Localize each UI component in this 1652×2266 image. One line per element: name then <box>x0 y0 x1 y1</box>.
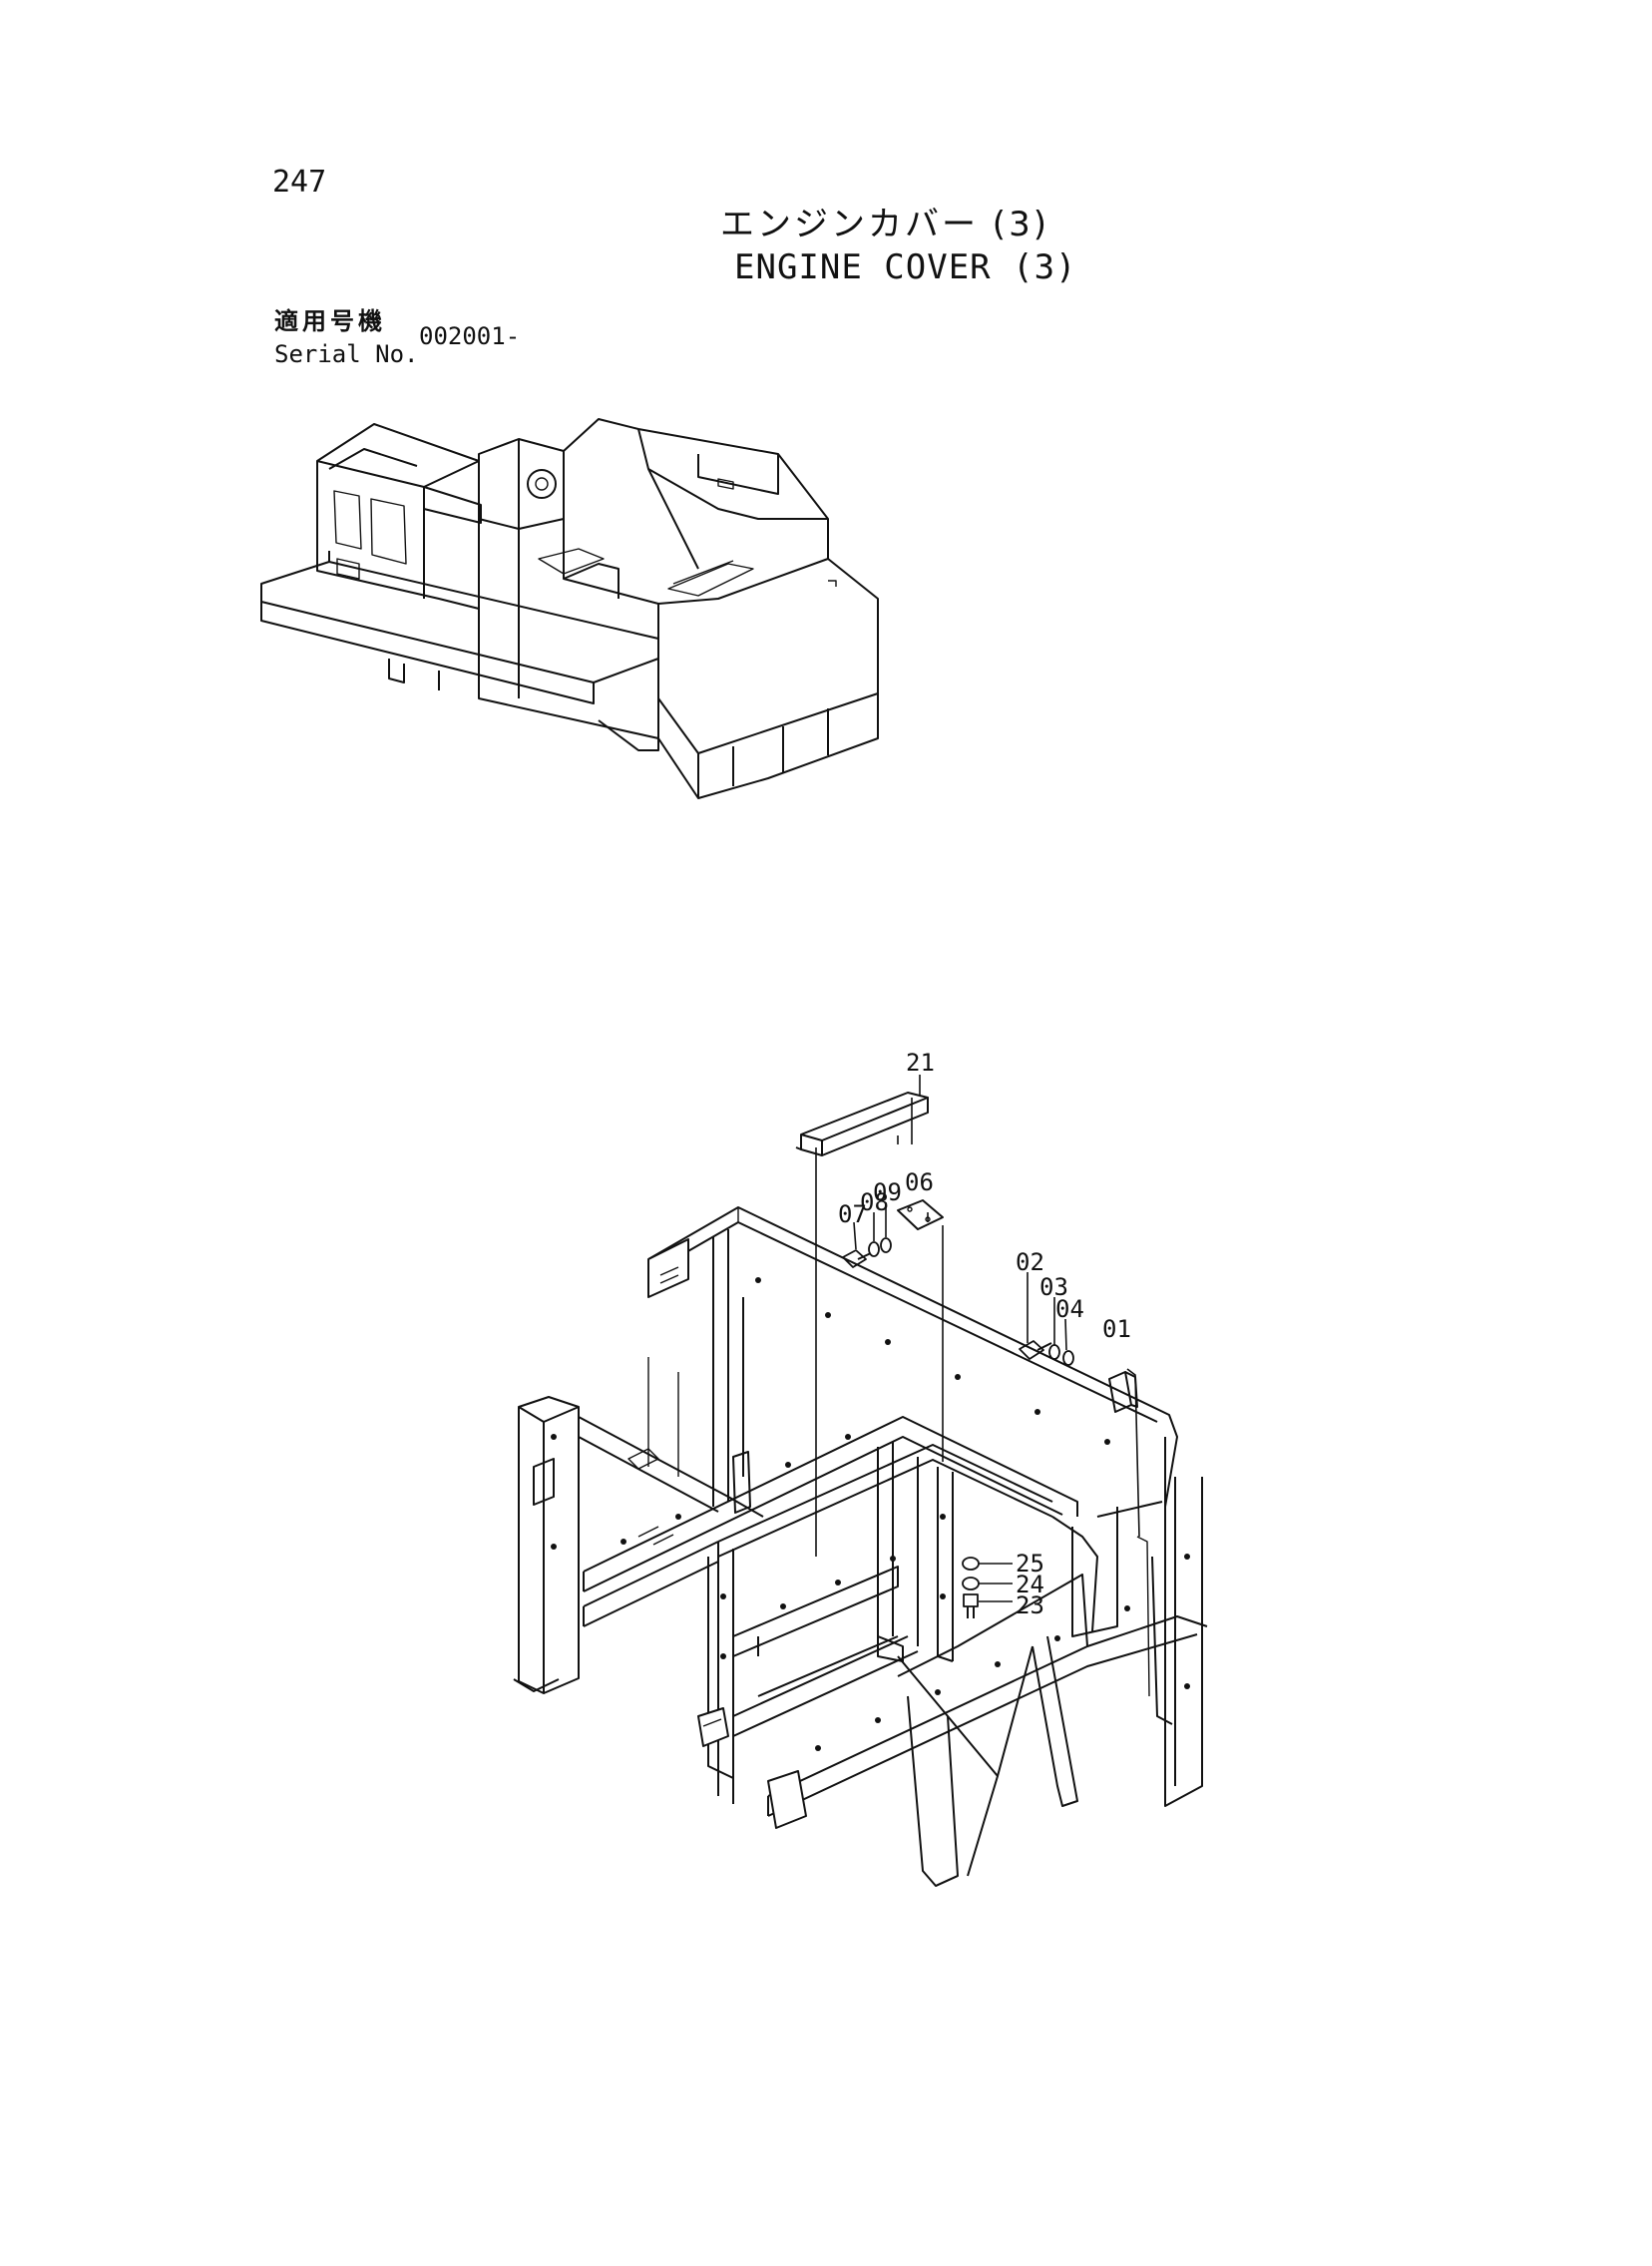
part-21-bracket <box>795 1092 929 1156</box>
part-24-washer <box>962 1577 980 1590</box>
title-japanese: エンジンカバー (3) <box>720 205 1049 244</box>
engine-cover-frame-illustration <box>513 1092 1208 1887</box>
part-06-plate <box>897 1199 944 1230</box>
callout-08: 08 <box>860 1188 889 1216</box>
callout-23: 23 <box>1016 1591 1044 1619</box>
callout-06: 06 <box>905 1168 934 1196</box>
serial-number-value: 002001- <box>419 322 521 350</box>
callout-03: 03 <box>1039 1273 1068 1301</box>
part-07-bolt <box>842 1249 874 1268</box>
callout-24: 24 <box>1016 1571 1044 1598</box>
callout-02: 02 <box>1016 1248 1044 1276</box>
serial-label-english: Serial No. <box>274 340 419 368</box>
callout-09: 09 <box>873 1178 902 1206</box>
callout-25: 25 <box>1016 1550 1044 1578</box>
page-number: 247 <box>272 165 327 200</box>
callout-21: 21 <box>906 1049 935 1077</box>
callout-07: 07 <box>838 1200 867 1228</box>
callout-04: 04 <box>1055 1295 1084 1323</box>
part-25-washer <box>962 1557 980 1571</box>
part-04-washer <box>1062 1350 1074 1366</box>
part-02-bolt <box>1019 1340 1052 1360</box>
part-08-washer <box>868 1241 880 1257</box>
serial-label-japanese: 適用号機 <box>274 307 386 335</box>
callout-leader-lines <box>815 1075 1140 1602</box>
callout-numbers: 21 09 06 08 07 02 03 04 01 25 24 23 <box>838 1049 1131 1619</box>
part-09-washer <box>880 1237 892 1253</box>
machine-overview-illustration <box>260 418 879 799</box>
callout-01: 01 <box>1102 1315 1131 1343</box>
part-23-bolt <box>963 1593 979 1618</box>
title-english: ENGINE COVER (3) <box>734 247 1077 287</box>
frame-bolt-dots <box>551 1277 1190 1751</box>
